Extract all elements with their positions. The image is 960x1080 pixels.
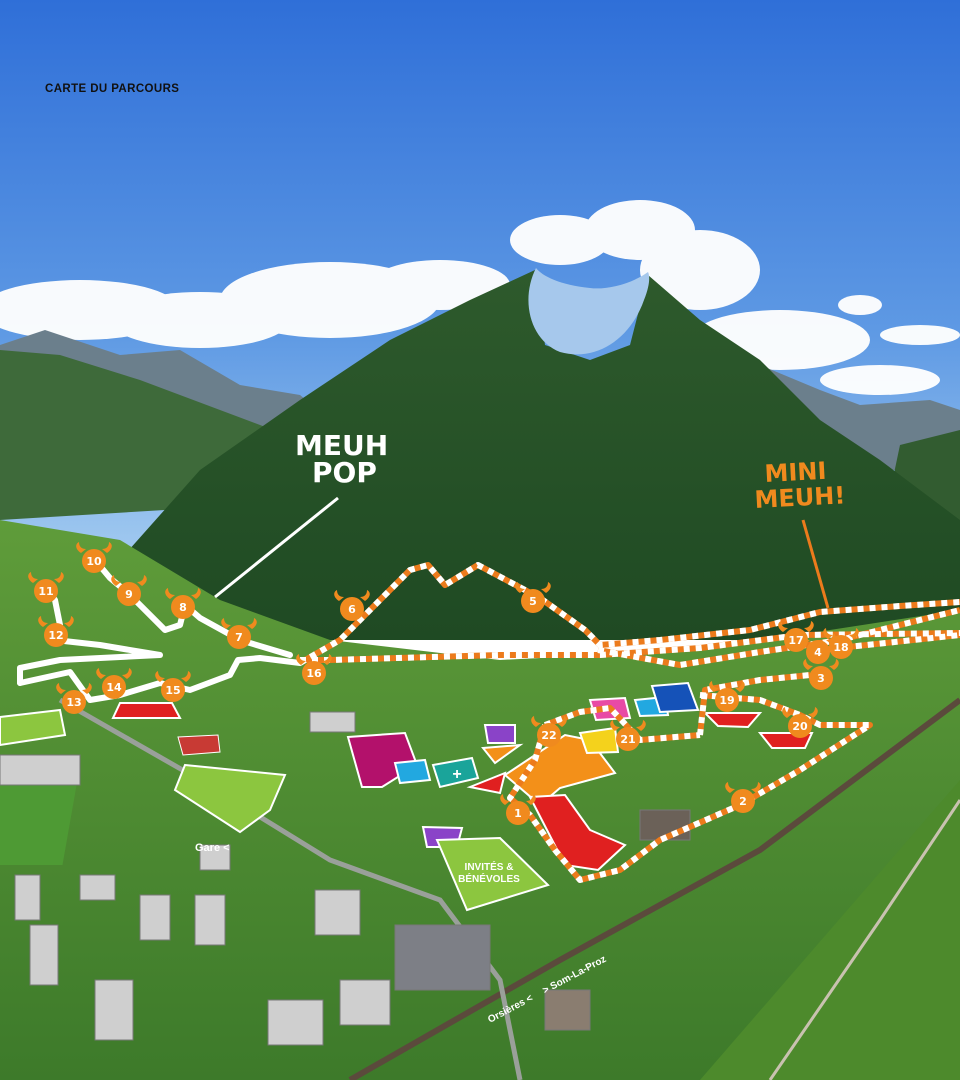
cow-head-icon-2: 2 <box>725 782 761 813</box>
zone-lime-guests <box>435 836 550 912</box>
checkpoint-number: 22 <box>541 729 556 742</box>
checkpoint-number: 12 <box>48 629 63 642</box>
zone-teal <box>431 756 480 789</box>
cow-head-icon-10: 10 <box>76 542 112 573</box>
checkpoint-number: 4 <box>814 646 822 659</box>
festival-zones <box>0 681 814 912</box>
right-slope <box>700 780 960 1080</box>
cow-head-icon-11: 11 <box>28 572 64 603</box>
cow-head-icon-13: 13 <box>56 683 92 714</box>
cow-head-icon-16: 16 <box>296 654 332 685</box>
meuh-pop-line2: POP <box>312 456 377 489</box>
mini-meuh-pointer <box>801 519 830 609</box>
mini-meuh-line2: MEUH! <box>754 481 846 514</box>
checkpoint-number: 21 <box>620 733 635 746</box>
railway <box>348 697 960 1080</box>
gare-label: Gare < <box>195 842 230 854</box>
cow-head-icon-9: 9 <box>111 575 147 606</box>
checkpoint-number: 20 <box>792 720 808 733</box>
cow-head-icon-6: 6 <box>334 590 370 621</box>
cow-head-icon-22: 22 <box>531 716 567 747</box>
checkpoint-number: 11 <box>38 585 53 598</box>
checkpoint-number: 14 <box>106 681 122 694</box>
cow-head-icon-19: 19 <box>709 681 745 712</box>
zone-purple-1 <box>483 724 516 744</box>
cow-head-icon-7: 7 <box>221 618 257 649</box>
checkpoint-number: 3 <box>817 672 825 685</box>
checkpoint-number: 13 <box>66 696 81 709</box>
zone-lime-center <box>173 763 287 834</box>
zone-orange-small <box>481 743 524 765</box>
checkpoint-number: 2 <box>739 795 747 808</box>
checkpoint-number: 9 <box>125 588 133 601</box>
checkpoint-number: 7 <box>235 631 243 644</box>
valley-road <box>58 697 523 1080</box>
invites-label-line2: BÉNÉVOLES <box>458 872 520 885</box>
cow-head-icon-20: 20 <box>782 707 818 738</box>
hillside-path <box>768 799 960 1080</box>
checkpoint-number: 17 <box>788 634 803 647</box>
invites-label-line1: INVITÉS & <box>465 860 514 873</box>
checkpoint-markers: 1 2 3 4 5 6 7 8 9 10 11 12 13 14 15 16 1… <box>28 542 859 825</box>
mini-meuh-line1: MINI <box>764 457 827 488</box>
cow-head-icon-5: 5 <box>515 582 551 613</box>
cow-head-icon-3: 3 <box>803 659 839 690</box>
zone-red-barn <box>177 734 221 756</box>
zone-lime-left <box>0 708 67 747</box>
checkpoint-number: 19 <box>719 694 734 707</box>
buildings <box>0 711 691 1046</box>
cow-head-icon-15: 15 <box>155 671 191 702</box>
checkpoint-number: 15 <box>165 684 180 697</box>
mountain-hole <box>528 268 650 355</box>
meuh-pop-line1: MEUH <box>295 429 388 462</box>
clouds <box>0 200 960 395</box>
zone-blue <box>650 681 700 714</box>
cow-head-icon-17: 17 <box>778 621 814 652</box>
zone-yellow <box>578 726 620 755</box>
cow-head-icon-1: 1 <box>500 794 536 825</box>
cow-head-icon-12: 12 <box>38 616 74 647</box>
checkpoint-number: 10 <box>86 555 102 568</box>
checkpoint-number: 8 <box>179 601 187 614</box>
checkpoint-number: 6 <box>348 603 356 616</box>
cow-head-icon-8: 8 <box>165 588 201 619</box>
checkpoint-number: 1 <box>514 807 522 820</box>
zone-red-left <box>111 702 182 719</box>
checkpoint-number: 18 <box>833 641 848 654</box>
page-title: CARTE DU PARCOURS <box>45 83 180 95</box>
meuh-pop-pointer <box>214 496 339 599</box>
checkpoint-number: 16 <box>306 667 322 680</box>
cow-head-icon-18: 18 <box>823 628 859 659</box>
zone-red-small <box>466 771 507 795</box>
zone-cyan-1 <box>393 758 432 785</box>
cow-head-icon-14: 14 <box>96 668 132 699</box>
main-mountain <box>120 270 960 640</box>
zone-red-east-1 <box>702 712 763 729</box>
cow-head-icon-21: 21 <box>610 720 646 751</box>
sports-field <box>0 785 77 865</box>
checkpoint-number: 5 <box>529 595 537 608</box>
plus-label: + <box>452 766 461 783</box>
